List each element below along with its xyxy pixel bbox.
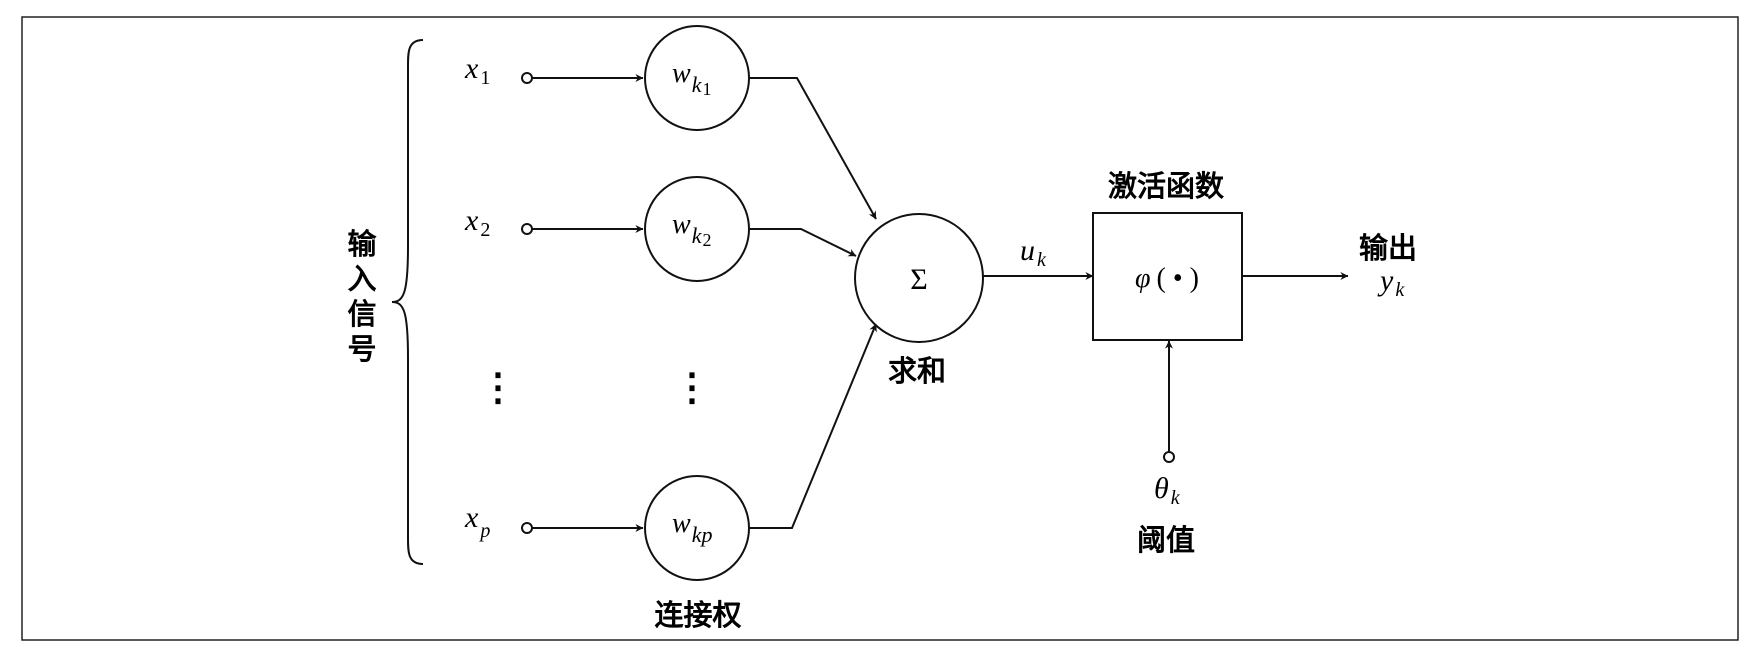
weight-to-sum-2 xyxy=(749,228,857,257)
input-signal-label: 输 入 信 号 xyxy=(347,227,377,366)
input-label-char: 号 xyxy=(347,332,376,366)
weight-label-wk1: wk1 xyxy=(672,58,711,99)
activation-label: 激活函数 xyxy=(1108,169,1225,203)
output-label: 输出 xyxy=(1359,231,1417,265)
weights-label: 连接权 xyxy=(654,598,741,632)
summation-node xyxy=(854,213,984,343)
weight-label-wk2: wk2 xyxy=(672,209,711,250)
input-terminal-p xyxy=(521,522,533,534)
weight-label-wkp: wkp xyxy=(672,508,712,547)
input-label-char: 入 xyxy=(347,262,376,296)
input-label-char: 输 xyxy=(347,227,377,261)
activation-expression: φ( • ) xyxy=(1135,263,1199,294)
summation-label: 求和 xyxy=(888,354,946,388)
input-terminal-2 xyxy=(521,223,533,235)
threshold-terminal xyxy=(1163,451,1175,463)
weight-to-sum-p xyxy=(749,323,877,529)
input-terminal-1 xyxy=(521,72,533,84)
weight-ellipsis: ⋮ xyxy=(673,367,711,409)
input-ellipsis: ⋮ xyxy=(479,367,517,409)
input-label-char: 信 xyxy=(347,297,376,331)
threshold-label: 阈值 xyxy=(1137,523,1195,557)
page-frame xyxy=(21,16,1739,641)
weight-to-sum-1 xyxy=(749,77,877,220)
input-brace xyxy=(391,39,424,565)
sigma-symbol: Σ xyxy=(910,263,927,296)
